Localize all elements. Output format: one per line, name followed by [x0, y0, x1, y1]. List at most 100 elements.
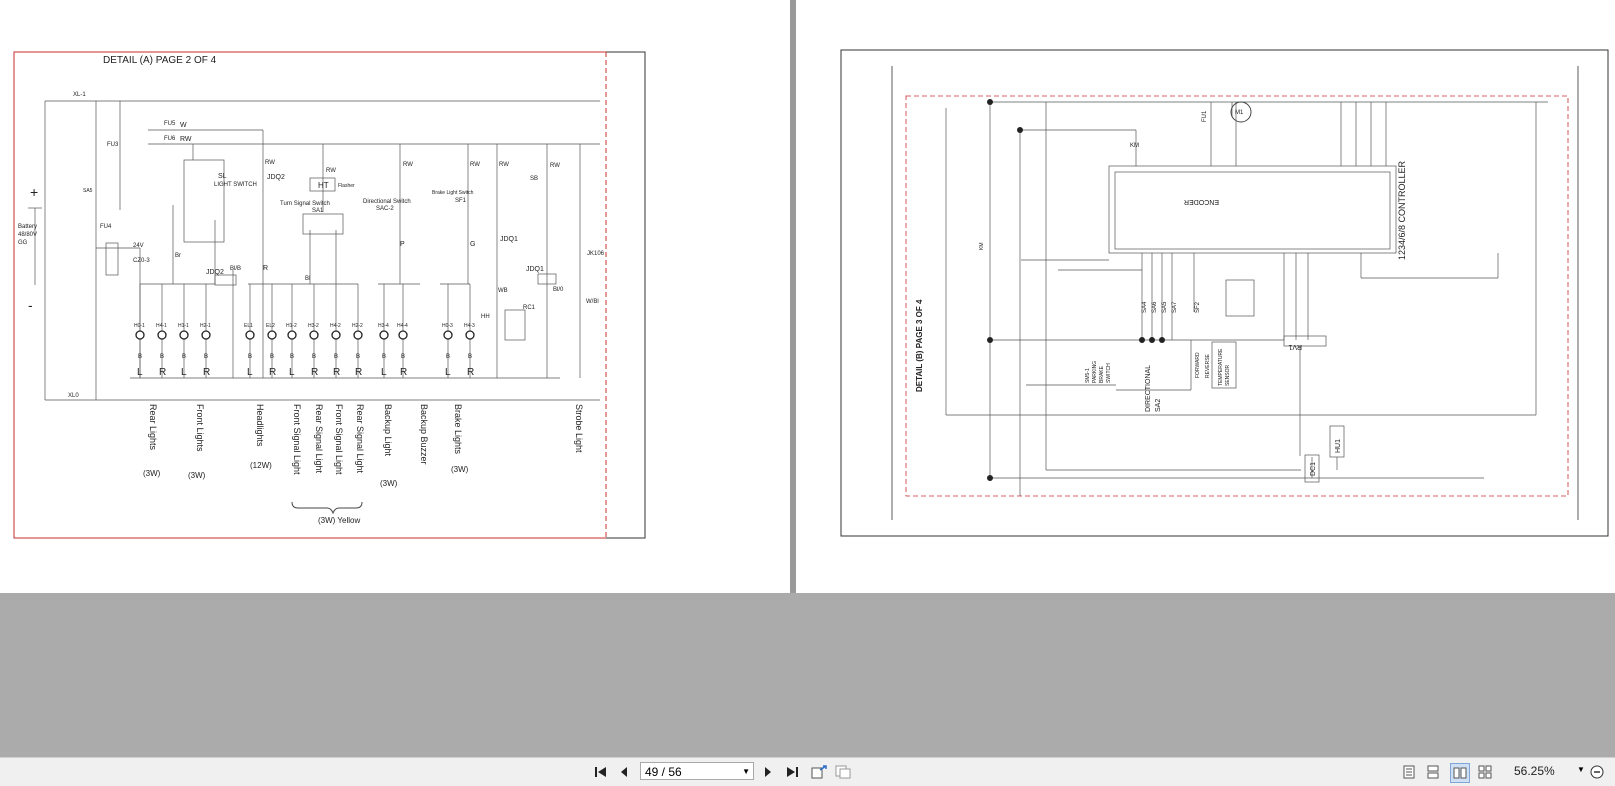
- left-schematic: DETAIL (A) PAGE 2 OF 4: [13, 51, 646, 539]
- zoom-dropdown-icon[interactable]: ▼: [1577, 765, 1585, 774]
- wire-color-label: B: [382, 354, 386, 360]
- svg-text:XL-1: XL-1: [73, 92, 86, 98]
- page-divider: [790, 0, 796, 593]
- svg-text:FU1: FU1: [1202, 110, 1208, 122]
- side-label: R: [400, 367, 407, 378]
- page-number-input[interactable]: 49 / 56 ▼: [640, 762, 754, 780]
- lamp-group-label: Backup Buzzer: [419, 404, 429, 465]
- lamp-group-label: Front Signal Light: [334, 404, 344, 475]
- svg-text:FU4: FU4: [100, 224, 112, 230]
- previous-view-icon[interactable]: [810, 763, 828, 781]
- lamp-label: H4-1: [156, 323, 167, 329]
- zoom-level[interactable]: 56.25%: [1514, 764, 1555, 778]
- svg-text:BRAKE: BRAKE: [1099, 365, 1105, 383]
- lamp-symbol: [309, 330, 319, 340]
- lamp-symbol: [443, 330, 453, 340]
- svg-text:Turn Signal Switch: Turn Signal Switch: [280, 201, 330, 207]
- svg-text:FORWARD: FORWARD: [1195, 352, 1201, 378]
- svg-text:DETAIL (B) PAGE 3 OF 4: DETAIL (B) PAGE 3 OF 4: [915, 299, 924, 392]
- wattage-label: (12W): [250, 461, 272, 470]
- svg-text:GG: GG: [18, 240, 28, 246]
- side-label: R: [159, 367, 166, 378]
- side-label: R: [311, 367, 318, 378]
- svg-text:HT: HT: [318, 181, 329, 190]
- svg-text:W: W: [180, 122, 187, 129]
- document-viewport[interactable]: DETAIL (A) PAGE 2 OF 4: [0, 0, 1615, 757]
- side-label: R: [203, 367, 210, 378]
- svg-text:RV1: RV1: [1288, 343, 1302, 350]
- lamp-label: H3-2: [308, 323, 319, 329]
- lamp-symbol: [465, 330, 475, 340]
- side-label: L: [289, 367, 295, 378]
- wire-color-label: B: [468, 354, 472, 360]
- svg-text:JDQ2: JDQ2: [206, 269, 224, 276]
- svg-text:FU6: FU6: [164, 136, 176, 142]
- lamp-group-label: Backup Light: [383, 404, 393, 457]
- svg-text:SA1: SA1: [312, 208, 324, 214]
- page-left: [0, 0, 790, 593]
- svg-text:XL0: XL0: [68, 393, 79, 399]
- svg-text:Bl/B: Bl/B: [230, 266, 241, 272]
- wire-color-label: B: [160, 354, 164, 360]
- last-page-icon[interactable]: [783, 763, 801, 781]
- chevron-down-icon[interactable]: ▼: [742, 767, 750, 776]
- svg-text:RW: RW: [326, 168, 336, 174]
- svg-text:JDQ1: JDQ1: [500, 236, 518, 243]
- svg-text:DC1: DC1: [1310, 462, 1317, 476]
- svg-text:SL: SL: [218, 173, 227, 180]
- side-label: R: [269, 367, 276, 378]
- svg-text:FU5: FU5: [164, 121, 176, 127]
- zoom-out-icon[interactable]: [1588, 763, 1606, 781]
- single-page-view-icon[interactable]: [1400, 763, 1418, 781]
- next-page-icon[interactable]: [759, 763, 777, 781]
- svg-text:KM: KM: [1130, 143, 1139, 149]
- wire-color-label: B: [270, 354, 274, 360]
- svg-text:FU3: FU3: [107, 142, 119, 148]
- encoder-label: ENCODER: [1184, 198, 1219, 205]
- wattage-label: (3W): [143, 469, 161, 478]
- svg-text:RW: RW: [470, 162, 480, 168]
- svg-text:PARKING: PARKING: [1092, 361, 1098, 383]
- wire-color-label: B: [446, 354, 450, 360]
- svg-text:Battery: Battery: [18, 224, 37, 230]
- lamp-symbol: [353, 330, 363, 340]
- lamp-symbol: [267, 330, 277, 340]
- continuous-view-icon[interactable]: [1424, 763, 1442, 781]
- side-label: R: [467, 367, 474, 378]
- svg-text:+: +: [30, 184, 38, 200]
- lamp-group-label: Rear Signal Light: [314, 404, 324, 474]
- two-page-view-icon[interactable]: [1450, 763, 1470, 783]
- lamp-symbol: [398, 330, 408, 340]
- right-schematic: DETAIL (B) PAGE 3 OF 4: [840, 49, 1609, 537]
- svg-text:SF1: SF1: [455, 198, 467, 204]
- svg-text:SA2: SA2: [1155, 399, 1162, 412]
- side-label: L: [381, 367, 387, 378]
- first-page-icon[interactable]: [592, 763, 610, 781]
- svg-text:48/80V: 48/80V: [18, 232, 37, 238]
- lamp-group-label: Front Signal Light: [292, 404, 302, 475]
- svg-text:W/Bl: W/Bl: [586, 299, 599, 305]
- svg-text:KM: KM: [979, 243, 985, 251]
- svg-text:JK106: JK106: [587, 251, 605, 257]
- svg-text:JDQ2: JDQ2: [267, 174, 285, 181]
- wire-color-label: B: [401, 354, 405, 360]
- lamp-group-label: Headlights: [255, 404, 265, 447]
- svg-text:(3W) Yellow: (3W) Yellow: [318, 516, 360, 525]
- two-page-continuous-view-icon[interactable]: [1476, 763, 1494, 781]
- svg-text:WB: WB: [498, 288, 508, 294]
- side-label: R: [333, 367, 340, 378]
- lamp-symbol: [331, 330, 341, 340]
- svg-text:SAC-2: SAC-2: [376, 206, 394, 212]
- wire-color-label: B: [138, 354, 142, 360]
- lamp-label: EL1: [244, 323, 253, 329]
- svg-text:CZ0-3: CZ0-3: [133, 258, 150, 264]
- previous-page-icon[interactable]: [615, 763, 633, 781]
- svg-text:RW: RW: [550, 163, 560, 169]
- next-view-icon[interactable]: [834, 763, 852, 781]
- svg-text:SA7: SA7: [1172, 301, 1178, 313]
- wire-color-label: B: [204, 354, 208, 360]
- svg-text:R: R: [263, 265, 268, 272]
- bottom-toolbar: 49 / 56 ▼ 56.25% ▼: [0, 757, 1615, 786]
- svg-text:RC1: RC1: [523, 305, 536, 311]
- svg-text:SWITCH: SWITCH: [1106, 363, 1112, 383]
